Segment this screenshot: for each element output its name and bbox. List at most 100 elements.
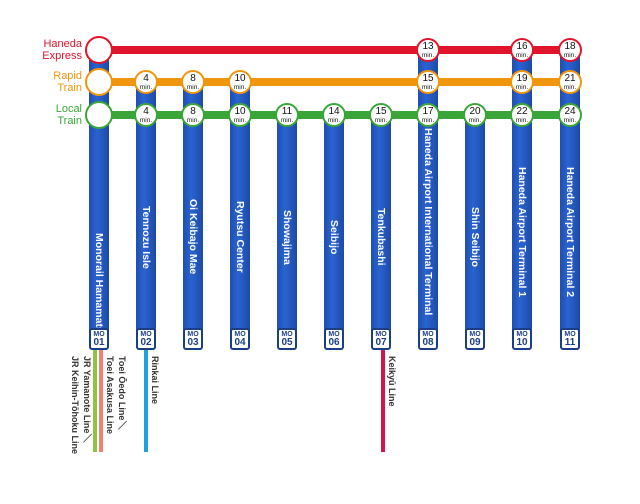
stop-express-mo01[interactable] [85, 36, 113, 64]
minutes: 8 [190, 105, 196, 117]
unit: min. [515, 116, 529, 124]
station-bar-mo09[interactable]: Shin Seibijo [465, 115, 485, 334]
keikyu-label: Keikyū Line [387, 356, 397, 407]
minutes: 16 [516, 40, 528, 52]
unit: min. [327, 116, 341, 124]
minutes: 20 [469, 105, 481, 117]
station-bar-mo03[interactable]: Oi Keibajo Mae [183, 82, 203, 334]
station-bar-mo02[interactable]: Tennozu Isle [136, 82, 156, 334]
minutes: 10 [234, 105, 246, 117]
unit: min. [139, 116, 153, 124]
label-line: Train [57, 82, 82, 94]
jr-yamanote-label: JR Yamanote Line／ [82, 356, 92, 443]
station-bar-mo07[interactable]: Tenkubashi [371, 115, 391, 334]
service-label-local: Local Train [12, 103, 82, 127]
unit: min. [374, 116, 388, 124]
rapid-line [99, 78, 570, 86]
jr-keihin-tohoku-label: JR Keihin-Tōhoku Line [70, 356, 80, 454]
minutes: 8 [190, 72, 196, 84]
minutes: 22 [516, 105, 528, 117]
rinkai-label: Rinkai Line [150, 356, 160, 405]
unit: min. [421, 51, 435, 59]
unit: min. [563, 116, 577, 124]
unit: min. [515, 83, 529, 91]
minutes: 17 [422, 105, 434, 117]
minutes: 18 [564, 40, 576, 52]
keikyu-connection-line [381, 350, 385, 452]
minutes: 13 [422, 40, 434, 52]
rinkai-connection-line [144, 350, 148, 452]
label-line: Haneda [43, 38, 82, 50]
station-bar-mo06[interactable]: Seibijo [324, 115, 344, 334]
station-bar-mo05[interactable]: Showajima [277, 115, 297, 334]
station-name: Tenkubashi [375, 208, 387, 266]
toei-oedo-label: Toei Ōedo Line／ [117, 356, 127, 430]
jr-connection-line [93, 350, 97, 452]
station-name: Oi Keibajo Mae [187, 199, 199, 275]
label-line: Train [57, 115, 82, 127]
minutes: 15 [375, 105, 387, 117]
unit: min. [233, 83, 247, 91]
minutes: 4 [143, 72, 149, 84]
unit: min. [280, 116, 294, 124]
unit: min. [421, 83, 435, 91]
station-bar-mo04[interactable]: Ryutsu Center [230, 82, 250, 334]
station-name: Haneda Airport Terminal 2 [564, 166, 576, 298]
unit: min. [563, 51, 577, 59]
minutes: 10 [234, 72, 246, 84]
station-name: Seibijo [328, 219, 340, 255]
stop-local-mo01[interactable] [85, 101, 113, 129]
station-name: Monorail Hamamatsucho [93, 232, 105, 358]
minutes: 14 [328, 105, 340, 117]
minutes: 24 [564, 105, 576, 117]
toei-connection-line [99, 350, 103, 452]
unit: min. [186, 83, 200, 91]
station-name: Tennozu Isle [140, 205, 152, 269]
station-name: Haneda Airport International Terminal [422, 128, 434, 316]
unit: min. [186, 116, 200, 124]
unit: min. [139, 83, 153, 91]
station-name: Shin Seibijo [469, 206, 481, 268]
minutes: 4 [143, 105, 149, 117]
minutes: 11 [281, 105, 293, 117]
label-line: Local [55, 103, 82, 115]
unit: min. [563, 83, 577, 91]
toei-asakusa-label: Toei Asakusa Line [105, 356, 115, 435]
unit: min. [421, 116, 435, 124]
minutes: 15 [422, 72, 434, 84]
stop-rapid-mo01[interactable] [85, 68, 113, 96]
unit: min. [515, 51, 529, 59]
minutes: 19 [516, 72, 528, 84]
label-line: Rapid [53, 70, 82, 82]
service-label-rapid: Rapid Train [12, 70, 82, 94]
